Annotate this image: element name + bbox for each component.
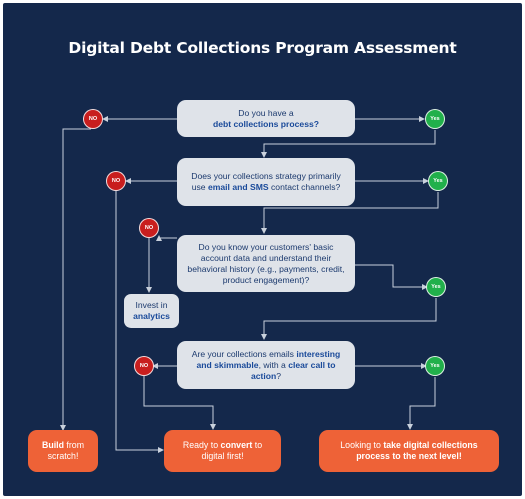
- yes-badge-q4: Yes: [425, 356, 445, 376]
- yes-badge-q1: Yes: [425, 109, 445, 129]
- invest-emphasis: analytics: [133, 311, 170, 321]
- connector-yes2-q3: [261, 192, 439, 234]
- no-badge-q3: NO: [139, 218, 159, 238]
- question-box-collections-process: Do you have a debt collections process?: [177, 100, 355, 137]
- outcome-next-level: Looking to take digital collections proc…: [319, 430, 499, 472]
- yes-badge-q2: Yes: [428, 171, 448, 191]
- flow-connectors: [60, 116, 439, 453]
- connector-yes1-q2: [261, 130, 436, 158]
- connector-no4-ready: [143, 376, 216, 430]
- question-emphasis: debt collections process?: [212, 118, 320, 129]
- outcome-emphasis: Build: [41, 439, 64, 450]
- outcome-text: from scratch!: [47, 439, 85, 462]
- question-box-email-sms: Does your collections strategy primarily…: [177, 158, 355, 206]
- connector-q3-yes: [355, 264, 428, 290]
- connector-no1-build: [60, 128, 91, 431]
- question-box-customer-data: Do you know your customers' basic accoun…: [177, 235, 355, 292]
- no-badge-q2: NO: [106, 171, 126, 191]
- connector-q3-no: [156, 235, 177, 241]
- invest-text: Invest in: [135, 300, 168, 310]
- outcome-ready-to-convert: Ready to convert to digital first!: [164, 430, 281, 472]
- question-text: Does your collections strategy primarily…: [191, 171, 341, 192]
- outcome-build-from-scratch: Build from scratch!: [28, 430, 98, 472]
- question-text-tail: contact channels?: [271, 182, 341, 192]
- outcome-text: Ready to: [182, 439, 219, 450]
- connector-yes3-q4: [261, 298, 437, 340]
- connector-yes4-next: [407, 377, 436, 430]
- connector-no2-ready: [115, 191, 164, 453]
- question-text: Do you know your customers' basic accoun…: [187, 241, 345, 285]
- question-text: Are your collections emails: [191, 348, 294, 359]
- yes-badge-q3: Yes: [426, 277, 446, 297]
- outcome-text: Looking to: [340, 439, 381, 450]
- invest-analytics-box: Invest in analytics: [124, 294, 179, 328]
- question-emphasis: email and SMS: [207, 182, 269, 192]
- outcome-emphasis: take digital collections process to the …: [356, 439, 478, 462]
- no-badge-q4: NO: [134, 356, 154, 376]
- question-emphasis-2: clear call to action: [250, 359, 336, 381]
- outcome-text-tail: to digital first!: [201, 439, 263, 462]
- question-text-mid: , with a: [258, 359, 286, 370]
- question-box-emails-quality: Are your collections emails interesting …: [177, 341, 355, 389]
- question-text-tail: ?: [276, 370, 282, 381]
- page-title: Digital Debt Collections Program Assessm…: [68, 39, 457, 57]
- flowchart-canvas: Digital Debt Collections Program Assessm…: [3, 3, 522, 496]
- question-emphasis: interesting and skimmable: [196, 348, 341, 370]
- outcome-emphasis: convert: [220, 439, 253, 450]
- question-text: Do you have a: [238, 107, 294, 118]
- no-badge-q1: NO: [83, 109, 103, 129]
